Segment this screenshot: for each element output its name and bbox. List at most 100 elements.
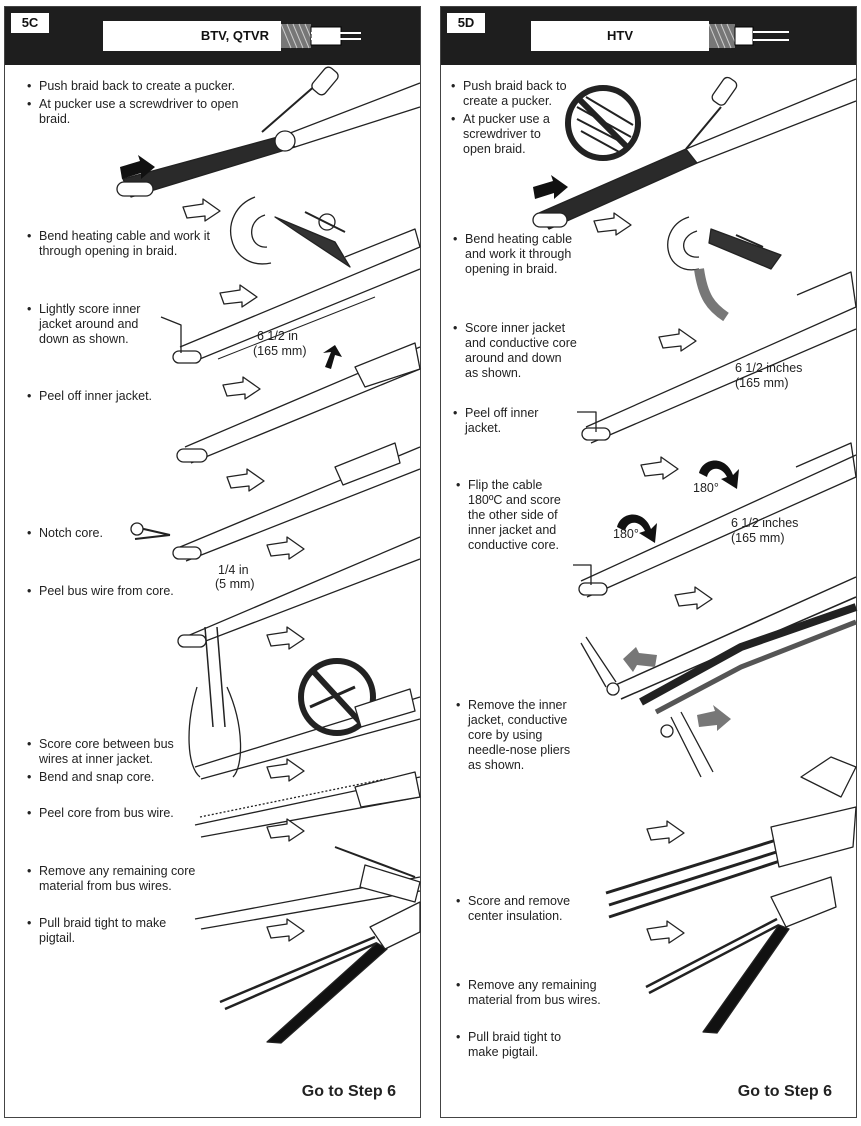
bent-cable-illustration bbox=[230, 196, 351, 268]
rotation-label: 180° bbox=[693, 481, 719, 495]
step-tag: 5C bbox=[11, 13, 49, 33]
dimension-label: 6 1/2 in bbox=[257, 329, 299, 343]
down-arrow-icon bbox=[658, 328, 697, 352]
step-pull-braid: Pull braid tight to make pigtail. bbox=[27, 916, 187, 949]
rotate-arrow-icon bbox=[617, 514, 657, 543]
cable-cross-section-icon bbox=[709, 21, 789, 51]
step-score-jacket: Lightly score inner jacket around and do… bbox=[27, 302, 147, 350]
braided-cable-illustration bbox=[532, 76, 857, 230]
down-right-arrow-icon bbox=[697, 705, 731, 731]
panel-header: 5C BTV, QTVR bbox=[5, 7, 420, 65]
step-tag: 5D bbox=[447, 13, 485, 33]
step-text: Push braid back to create a pucker. bbox=[27, 79, 257, 94]
curl-arrow-icon bbox=[323, 345, 342, 369]
step-flip-cable: Flip the cable 180ºC and score the other… bbox=[456, 478, 571, 556]
dimension-label: (165 mm) bbox=[253, 344, 307, 358]
step-text: Score and remove center insulation. bbox=[456, 894, 586, 924]
peel-bus-wire-illustration bbox=[177, 536, 421, 778]
up-left-arrow-icon bbox=[623, 647, 657, 672]
step-text: Bend and snap core. bbox=[27, 770, 187, 785]
down-arrow-icon bbox=[266, 758, 305, 782]
dimension-label: 6 1/2 inches bbox=[735, 361, 803, 375]
down-arrow-icon bbox=[646, 920, 685, 944]
step-text: Pull braid tight to make pigtail. bbox=[456, 1030, 576, 1060]
push-arrow-icon bbox=[120, 155, 155, 179]
step-text: Bend heating cable and work it through o… bbox=[453, 232, 573, 277]
scored-cable-illustration bbox=[577, 271, 857, 444]
cable-type-title: BTV, QTVR bbox=[103, 21, 281, 51]
clean-bus-wires-illustration bbox=[194, 846, 421, 930]
step-remove-remaining: Remove any remaining core material from … bbox=[27, 864, 217, 897]
step-text: Remove any remaining material from bus w… bbox=[456, 978, 616, 1008]
down-arrow-icon bbox=[266, 626, 305, 650]
step-text: Lightly score inner jacket around and do… bbox=[27, 302, 147, 347]
step-text: Remove any remaining core material from … bbox=[27, 864, 217, 894]
cable-cross-section-icon bbox=[281, 21, 361, 51]
step-text: Pull braid tight to make pigtail. bbox=[27, 916, 187, 946]
down-arrow-icon bbox=[646, 820, 685, 844]
step-text: At pucker use a screwdriver to open brai… bbox=[451, 112, 571, 157]
peeled-cable-illustration bbox=[176, 342, 421, 464]
step-text: Score inner jacket and conductive core a… bbox=[453, 321, 578, 381]
go-to-step-6: Go to Step 6 bbox=[737, 1083, 832, 1100]
step-text: Peel off inner jacket. bbox=[453, 406, 553, 436]
pigtail-illustration bbox=[645, 876, 837, 1034]
snap-core-illustration bbox=[194, 688, 421, 780]
step-score-center-insulation: Score and remove center insulation. bbox=[456, 894, 586, 927]
pigtail-illustration bbox=[219, 901, 421, 1044]
bent-cable-illustration bbox=[667, 216, 782, 322]
step-push-braid: Push braid back to create a pucker. At p… bbox=[451, 79, 571, 160]
down-arrow-icon bbox=[266, 818, 305, 842]
step-text: Bend heating cable and work it through o… bbox=[27, 229, 217, 259]
dimension-label: (5 mm) bbox=[215, 577, 255, 591]
down-arrow-icon bbox=[266, 918, 305, 942]
step-peel-bus-wire: Peel bus wire from core. bbox=[27, 584, 177, 602]
down-arrow-icon bbox=[266, 536, 305, 560]
braided-cable-illustration bbox=[116, 66, 421, 198]
step-pull-braid: Pull braid tight to make pigtail. bbox=[456, 1030, 576, 1063]
step-text: Flip the cable 180ºC and score the other… bbox=[456, 478, 571, 553]
prohibited-icon bbox=[298, 658, 376, 736]
remove-jacket-illustration bbox=[580, 576, 858, 778]
step-peel-core: Peel core from bus wire. bbox=[27, 806, 207, 824]
prohibited-icon bbox=[565, 85, 641, 161]
step-score-jacket-core: Score inner jacket and conductive core a… bbox=[453, 321, 578, 384]
push-arrow-icon bbox=[533, 175, 568, 199]
step-bend-cable: Bend heating cable and work it through o… bbox=[453, 232, 573, 280]
step-text: Peel bus wire from core. bbox=[27, 584, 177, 599]
down-arrow-icon bbox=[219, 284, 258, 308]
step-text: Notch core. bbox=[27, 526, 137, 541]
step-peel-jacket: Peel off inner jacket. bbox=[453, 406, 553, 439]
step-notch-core: Notch core. bbox=[27, 526, 137, 544]
cable-type-title: HTV bbox=[531, 21, 709, 51]
step-text: At pucker use a screwdriver to open brai… bbox=[27, 97, 257, 127]
step-push-braid: Push braid back to create a pucker. At p… bbox=[27, 79, 257, 130]
step-text: Peel core from bus wire. bbox=[27, 806, 207, 821]
down-arrow-icon bbox=[182, 198, 221, 222]
step-text: Push braid back to create a pucker. bbox=[451, 79, 571, 109]
go-to-step-6: Go to Step 6 bbox=[301, 1083, 396, 1100]
rotation-label: 180° bbox=[613, 527, 639, 541]
scored-cable-illustration bbox=[160, 228, 421, 364]
step-remove-inner-jacket: Remove the inner jacket, conductive core… bbox=[456, 698, 581, 776]
instruction-illustrations bbox=[532, 76, 858, 1034]
panel-5d: 5D HTV bbox=[440, 6, 858, 1118]
flipped-cable-illustration bbox=[573, 442, 857, 598]
step-bend-cable: Bend heating cable and work it through o… bbox=[27, 229, 217, 262]
step-text: Peel off inner jacket. bbox=[27, 389, 187, 404]
step-score-snap-core: Score core between bus wires at inner ja… bbox=[27, 737, 187, 788]
rotate-arrow-icon bbox=[699, 460, 739, 489]
down-arrow-icon bbox=[640, 456, 679, 480]
dimension-label: (165 mm) bbox=[735, 376, 789, 390]
down-arrow-icon bbox=[593, 212, 632, 236]
step-text: Score core between bus wires at inner ja… bbox=[27, 737, 187, 767]
step-text: Remove the inner jacket, conductive core… bbox=[456, 698, 581, 773]
panel-5c: 5C BTV, QTVR bbox=[4, 6, 421, 1118]
score-center-insulation-illustration bbox=[605, 756, 857, 919]
dimension-label: 1/4 in bbox=[218, 563, 249, 577]
panel-header: 5D HTV bbox=[441, 7, 856, 65]
dimension-label: (165 mm) bbox=[731, 531, 785, 545]
down-arrow-icon bbox=[222, 376, 261, 400]
instruction-illustrations bbox=[116, 66, 421, 1044]
step-peel-jacket: Peel off inner jacket. bbox=[27, 389, 187, 407]
